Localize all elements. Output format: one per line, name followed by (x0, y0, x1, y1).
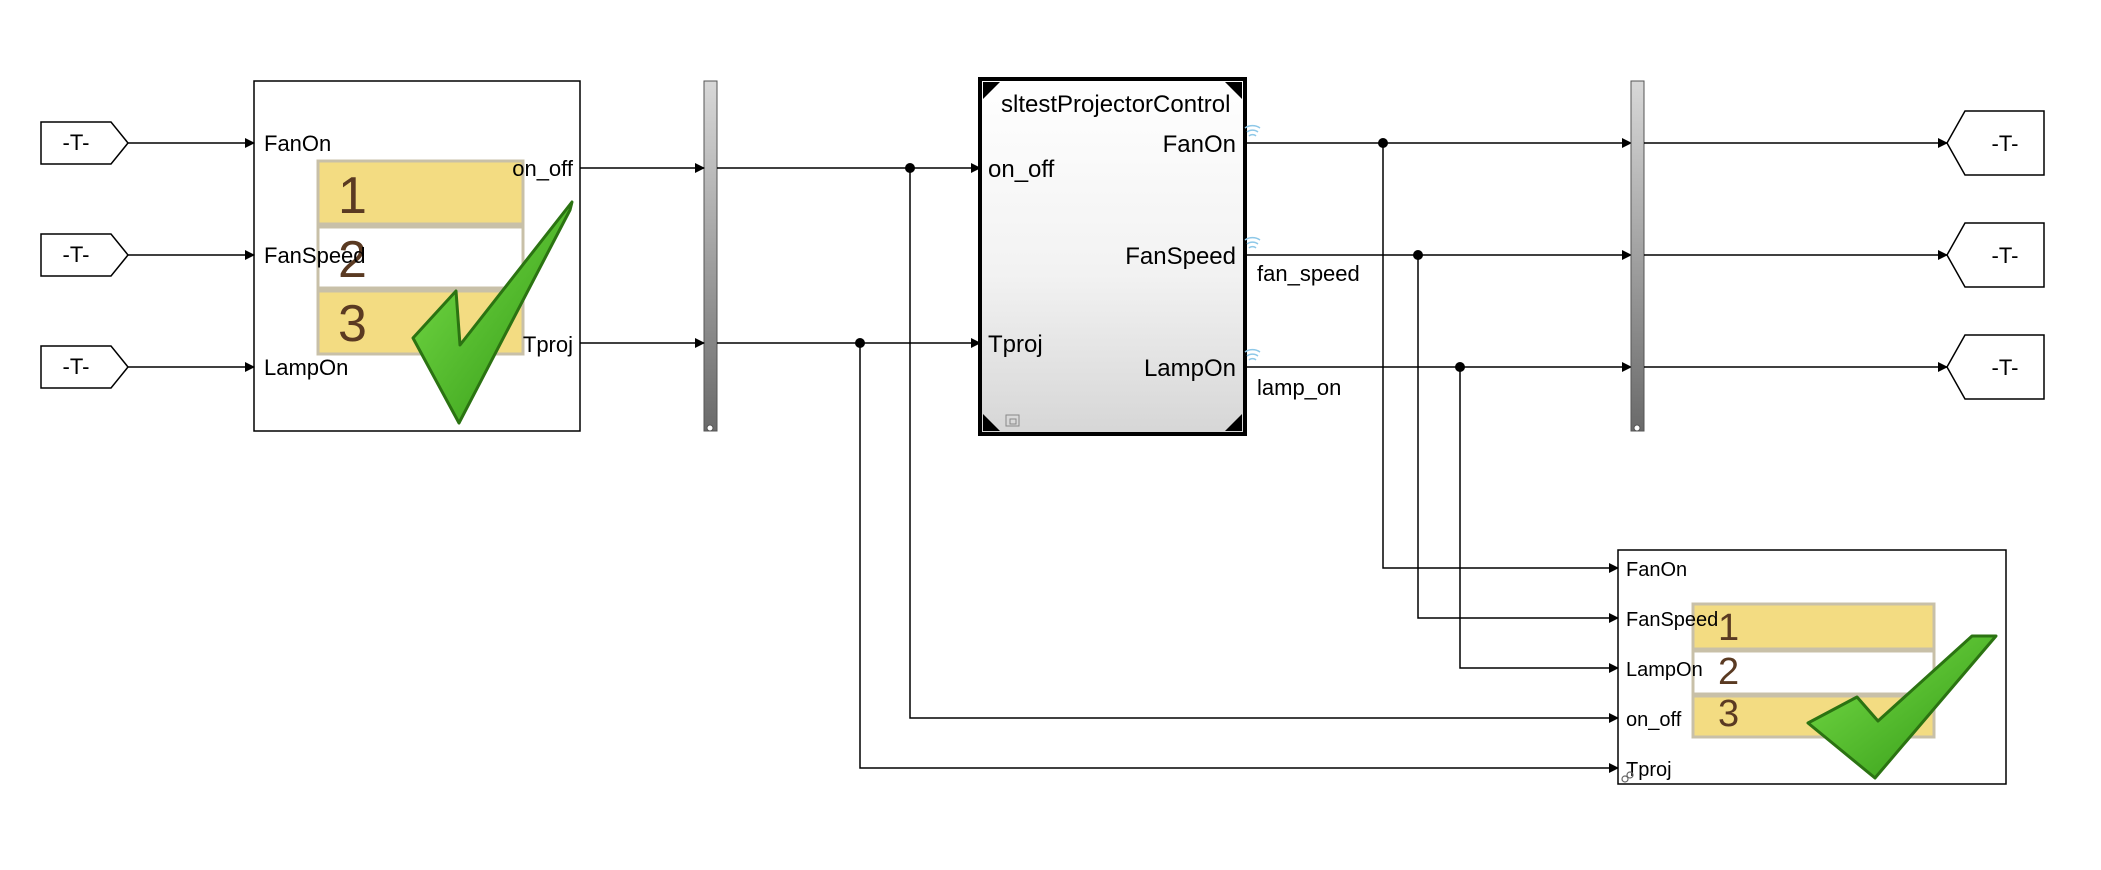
test-sequence-inport-lampon: LampOn (264, 355, 348, 380)
controller-output-lines (1245, 138, 1632, 673)
check-mark-icon (411, 200, 574, 425)
left-bus-bar[interactable] (703, 80, 718, 432)
icon-row-number: 3 (1718, 693, 1739, 735)
icon-row-number: 3 (338, 295, 367, 353)
test-sequence-outport-on-off: on_off (512, 156, 574, 181)
controller-outport-fanspeed: FanSpeed (1125, 243, 1236, 270)
goto-tag-lampon[interactable]: -T- (1946, 334, 2045, 400)
from-tag-label: -T- (63, 242, 90, 267)
model-reference-icon (1005, 414, 1020, 427)
branch-junction-dots (855, 163, 915, 348)
test-sequence-outport-tproj: Tproj (523, 332, 573, 357)
icon-row-number: 2 (338, 231, 367, 289)
right-bus-bar[interactable] (1630, 80, 1645, 432)
controller-outport-fanon: FanOn (1163, 131, 1236, 158)
goto-tag-label: -T- (1992, 355, 2019, 380)
from-tag-label: -T- (63, 130, 90, 155)
bus-input-lines (580, 163, 705, 348)
from-tag-fanon[interactable]: -T- (40, 121, 129, 165)
test-sequence-icon: 1 2 3 (316, 159, 574, 425)
signal-label-fan-speed: fan_speed (1257, 261, 1360, 286)
test-sequence-inport-fanon: FanOn (264, 131, 331, 156)
library-link-icon (1621, 771, 1634, 783)
assessment-inport-fanspeed: FanSpeed (1626, 609, 1718, 631)
signal-logging-icon (1244, 348, 1261, 361)
signal-logging-icon (1244, 236, 1261, 249)
assessment-inport-on-off: on_off (1626, 709, 1682, 731)
icon-row-number: 2 (1718, 651, 1739, 693)
controller-inport-tproj: Tproj (988, 331, 1043, 358)
icon-row-number: 1 (1718, 607, 1739, 649)
branch-junction-dots (1378, 138, 1465, 372)
test-assessment-icon: 1 2 3 (1691, 602, 1998, 780)
icon-row-number: 1 (338, 167, 367, 225)
test-sequence-block[interactable]: 1 2 3 FanOn FanSpeed LampOn on_off Tproj (253, 80, 581, 432)
controller-input-lines (717, 163, 1619, 773)
goto-tag-fanon[interactable]: -T- (1946, 110, 2045, 176)
test-assessment-block[interactable]: 1 2 3 FanOn FanSpeed LampOn on_off Tproj (1617, 549, 2007, 785)
input-signal-lines (128, 138, 255, 372)
assessment-inport-tproj: Tproj (1626, 759, 1672, 781)
assessment-inport-lampon: LampOn (1626, 659, 1703, 681)
signal-logging-icon (1244, 124, 1261, 137)
controller-title: sltestProjectorControl (1001, 91, 1230, 118)
goto-tag-fanspeed[interactable]: -T- (1946, 222, 2045, 288)
assessment-inport-fanon: FanOn (1626, 559, 1687, 581)
from-tag-label: -T- (63, 354, 90, 379)
check-mark-icon (1806, 634, 1998, 780)
from-tag-fanspeed[interactable]: -T- (40, 233, 129, 277)
test-sequence-inport-fanspeed: FanSpeed (264, 243, 366, 268)
goto-tag-label: -T- (1992, 131, 2019, 156)
from-tag-lampon[interactable]: -T- (40, 345, 129, 389)
goto-tag-label: -T- (1992, 243, 2019, 268)
output-signal-lines (1644, 138, 1948, 372)
controller-outport-lampon: LampOn (1144, 355, 1236, 382)
controller-subsystem-block[interactable]: sltestProjectorControl on_off Tproj FanO… (978, 77, 1247, 436)
controller-inport-on-off: on_off (988, 156, 1055, 183)
signal-label-lamp-on: lamp_on (1257, 375, 1341, 400)
